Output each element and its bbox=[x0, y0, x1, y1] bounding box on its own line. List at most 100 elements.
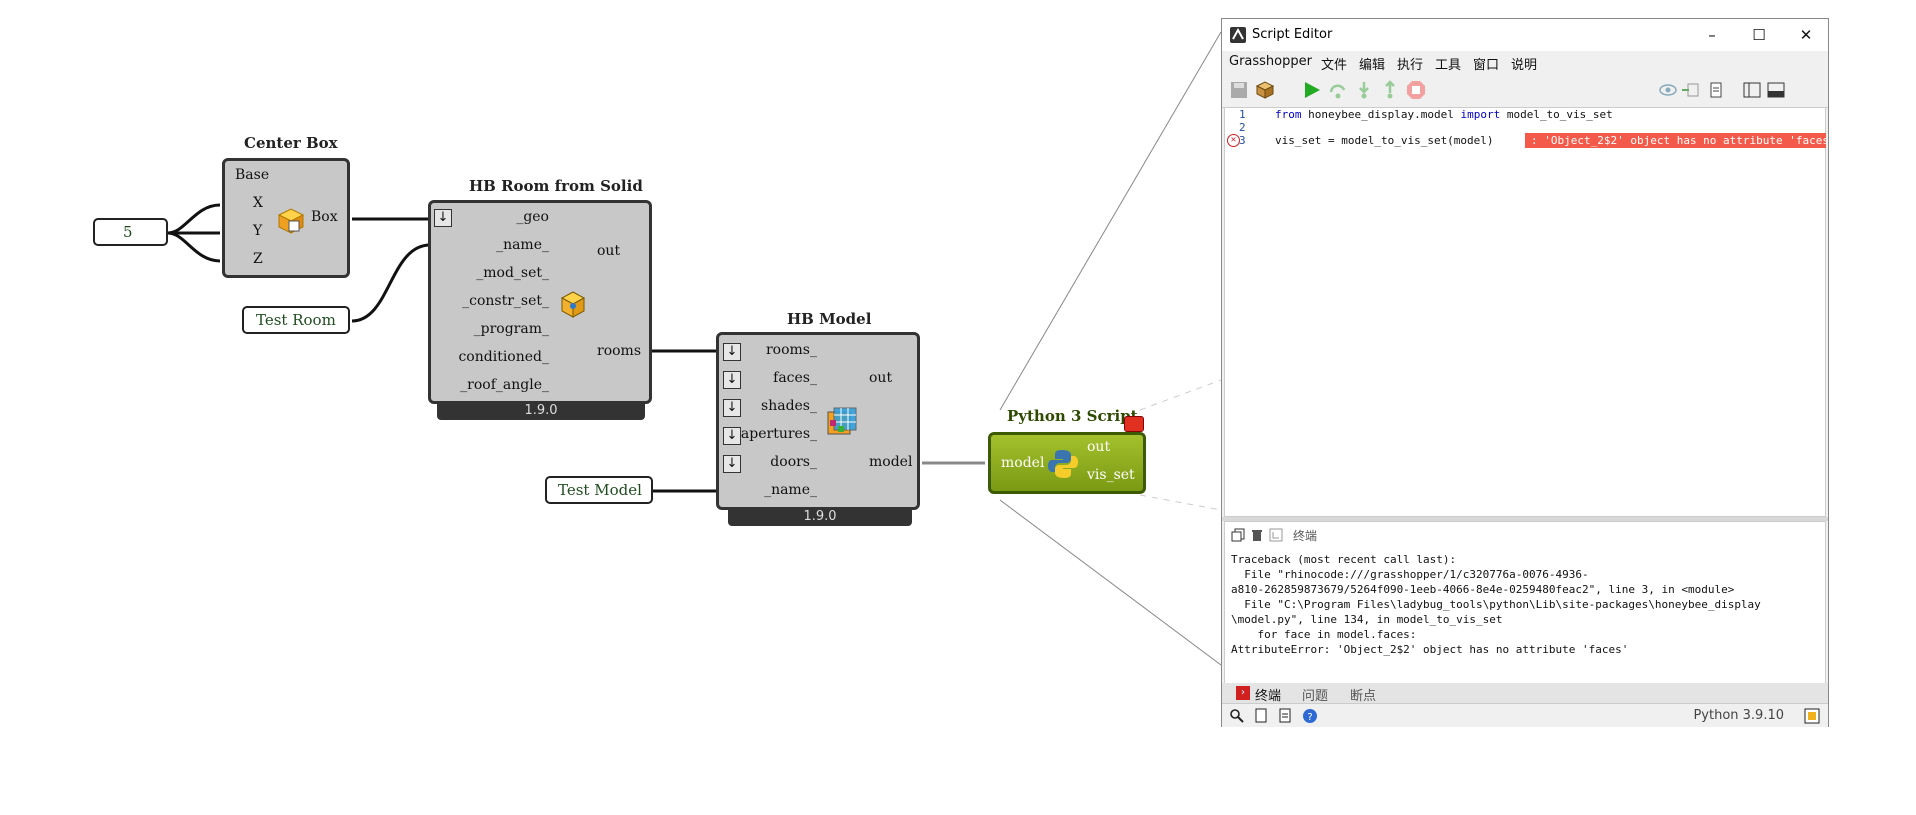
center-box-input-x[interactable]: X bbox=[253, 195, 263, 211]
hb-model-input-faces[interactable]: faces_ bbox=[773, 370, 817, 386]
package-icon[interactable] bbox=[1255, 80, 1275, 100]
run-icon[interactable] bbox=[1302, 80, 1322, 100]
tab-terminal[interactable]: 终端 bbox=[1255, 689, 1282, 704]
number-value: 5 bbox=[123, 223, 133, 241]
wire-number-z bbox=[167, 231, 221, 263]
hb-model-input-apertures[interactable]: apertures_ bbox=[740, 426, 817, 442]
model-name-value: Test Model bbox=[558, 481, 642, 499]
step-over-icon[interactable] bbox=[1328, 80, 1348, 100]
room-name-panel[interactable]: Test Room bbox=[242, 306, 350, 334]
python-output-out[interactable]: out bbox=[1087, 439, 1111, 455]
hb-model-output-model[interactable]: model bbox=[869, 454, 913, 470]
python-output-vis-set[interactable]: vis_set bbox=[1087, 467, 1135, 483]
copy-icon[interactable] bbox=[1231, 528, 1245, 542]
console-toolbar: 终端 bbox=[1225, 522, 1825, 544]
panel-toggle-icon[interactable] bbox=[1766, 80, 1786, 100]
box-icon bbox=[277, 208, 305, 234]
minimize-icon[interactable]: – bbox=[1708, 26, 1716, 44]
geo-input-arrow-icon[interactable]: ↓ bbox=[434, 209, 452, 227]
file-alt-icon[interactable] bbox=[1278, 708, 1292, 724]
document-icon[interactable] bbox=[1706, 80, 1726, 100]
console-label: 终端 bbox=[1293, 529, 1318, 543]
hb-model-input-rooms[interactable]: rooms_ bbox=[765, 342, 817, 358]
menu-run[interactable]: 执行 bbox=[1397, 58, 1424, 73]
code-editor[interactable]: 1 from honeybee_display.model import mod… bbox=[1224, 107, 1826, 517]
svg-text:?: ? bbox=[1307, 712, 1312, 723]
hb-model-component[interactable]: ↓ ↓ ↓ ↓ ↓ rooms_ faces_ shades_ aperture… bbox=[716, 332, 920, 510]
doors-input-arrow-icon[interactable]: ↓ bbox=[723, 455, 741, 473]
center-box-input-z[interactable]: Z bbox=[253, 251, 263, 267]
menu-grasshopper[interactable]: Grasshopper bbox=[1229, 54, 1312, 69]
step-out-icon[interactable] bbox=[1380, 80, 1400, 100]
error-flag-icon[interactable] bbox=[1124, 416, 1144, 432]
menu-file[interactable]: 文件 bbox=[1321, 58, 1348, 73]
python-version[interactable]: Python 3.9.10 bbox=[1693, 708, 1784, 723]
hb-room-input-geo[interactable]: _geo bbox=[516, 209, 549, 225]
file-icon[interactable] bbox=[1254, 708, 1268, 724]
menu-help[interactable]: 说明 bbox=[1511, 58, 1538, 73]
hb-room-input-mod-set[interactable]: _mod_set_ bbox=[476, 265, 549, 281]
model-grid-icon bbox=[827, 407, 857, 435]
apertures-input-arrow-icon[interactable]: ↓ bbox=[723, 427, 741, 445]
python-input-model[interactable]: model bbox=[1001, 455, 1045, 471]
faces-input-arrow-icon[interactable]: ↓ bbox=[723, 371, 741, 389]
hb-model-output-out[interactable]: out bbox=[869, 370, 893, 386]
editor-toolbar bbox=[1222, 73, 1828, 108]
help-icon[interactable]: ? bbox=[1302, 708, 1318, 724]
hb-model-input-name[interactable]: _name_ bbox=[764, 482, 817, 498]
tab-problems[interactable]: 问题 bbox=[1302, 689, 1329, 704]
model-name-panel[interactable]: Test Model bbox=[545, 476, 653, 504]
center-box-output-box[interactable]: Box bbox=[311, 209, 338, 225]
menu-tools[interactable]: 工具 bbox=[1435, 58, 1462, 73]
hb-model-input-doors[interactable]: doors_ bbox=[770, 454, 817, 470]
hb-room-input-constr-set[interactable]: _constr_set_ bbox=[462, 293, 549, 309]
hb-model-version: 1.9.0 bbox=[728, 508, 912, 526]
hb-model-input-shades[interactable]: shades_ bbox=[761, 398, 817, 414]
script-editor-window[interactable]: Script Editor – ☐ ✕ Grasshopper 文件 编辑 执行… bbox=[1221, 18, 1829, 727]
stop-icon[interactable] bbox=[1406, 80, 1426, 100]
menu-window[interactable]: 窗口 bbox=[1473, 58, 1500, 73]
number-panel[interactable]: 5 bbox=[93, 218, 168, 246]
sidebar-toggle-icon[interactable] bbox=[1742, 80, 1762, 100]
wrap-icon[interactable] bbox=[1269, 528, 1283, 542]
menu-edit[interactable]: 编辑 bbox=[1359, 58, 1386, 73]
settings-icon[interactable] bbox=[1804, 708, 1820, 724]
hb-room-output-out[interactable]: out bbox=[597, 243, 621, 259]
error-marker-icon: ✕ bbox=[1227, 134, 1240, 147]
hb-room-input-name[interactable]: _name_ bbox=[496, 237, 549, 253]
search-icon[interactable] bbox=[1230, 709, 1244, 723]
tab-breakpoints[interactable]: 断点 bbox=[1350, 689, 1377, 704]
line-number: 3 bbox=[1239, 134, 1246, 147]
step-into-icon[interactable] bbox=[1354, 80, 1374, 100]
close-icon[interactable]: ✕ bbox=[1799, 26, 1813, 44]
hb-room-input-program[interactable]: _program_ bbox=[473, 321, 549, 337]
center-box-component[interactable]: Base X Y Z Box bbox=[222, 158, 350, 278]
preview-eye-icon[interactable] bbox=[1658, 80, 1678, 100]
python-script-title: Python 3 Script bbox=[1007, 407, 1138, 425]
trash-icon[interactable] bbox=[1250, 528, 1264, 542]
status-bar: ? Python 3.9.10 bbox=[1222, 703, 1828, 727]
hb-room-input-conditioned[interactable]: conditioned_ bbox=[458, 349, 549, 365]
editor-title: Script Editor bbox=[1252, 27, 1333, 42]
hb-room-title: HB Room from Solid bbox=[469, 177, 643, 195]
python-script-component[interactable]: model out vis_set bbox=[988, 432, 1146, 494]
editor-titlebar[interactable]: Script Editor – ☐ ✕ bbox=[1222, 19, 1828, 51]
maximize-icon[interactable]: ☐ bbox=[1752, 26, 1766, 44]
hb-room-output-rooms[interactable]: rooms bbox=[597, 343, 642, 359]
room-name-value: Test Room bbox=[256, 311, 336, 329]
center-box-input-y[interactable]: Y bbox=[253, 223, 263, 239]
hb-room-component[interactable]: ↓ _geo _name_ _mod_set_ _constr_set_ _pr… bbox=[428, 200, 652, 404]
save-icon[interactable] bbox=[1229, 80, 1249, 100]
hb-room-input-roof-angle[interactable]: _roof_angle_ bbox=[460, 377, 549, 393]
line-number: 2 bbox=[1239, 121, 1246, 134]
wire-room-name bbox=[351, 243, 431, 323]
room-cube-icon bbox=[560, 291, 586, 318]
insert-icon[interactable] bbox=[1680, 80, 1700, 100]
shades-input-arrow-icon[interactable]: ↓ bbox=[723, 399, 741, 417]
python-logo-icon bbox=[1048, 450, 1078, 478]
rooms-input-arrow-icon[interactable]: ↓ bbox=[723, 343, 741, 361]
code-line: vis_set = model_to_vis_set(model) bbox=[1275, 134, 1494, 147]
editor-splitter[interactable] bbox=[1222, 517, 1828, 521]
center-box-input-base[interactable]: Base bbox=[235, 167, 270, 183]
